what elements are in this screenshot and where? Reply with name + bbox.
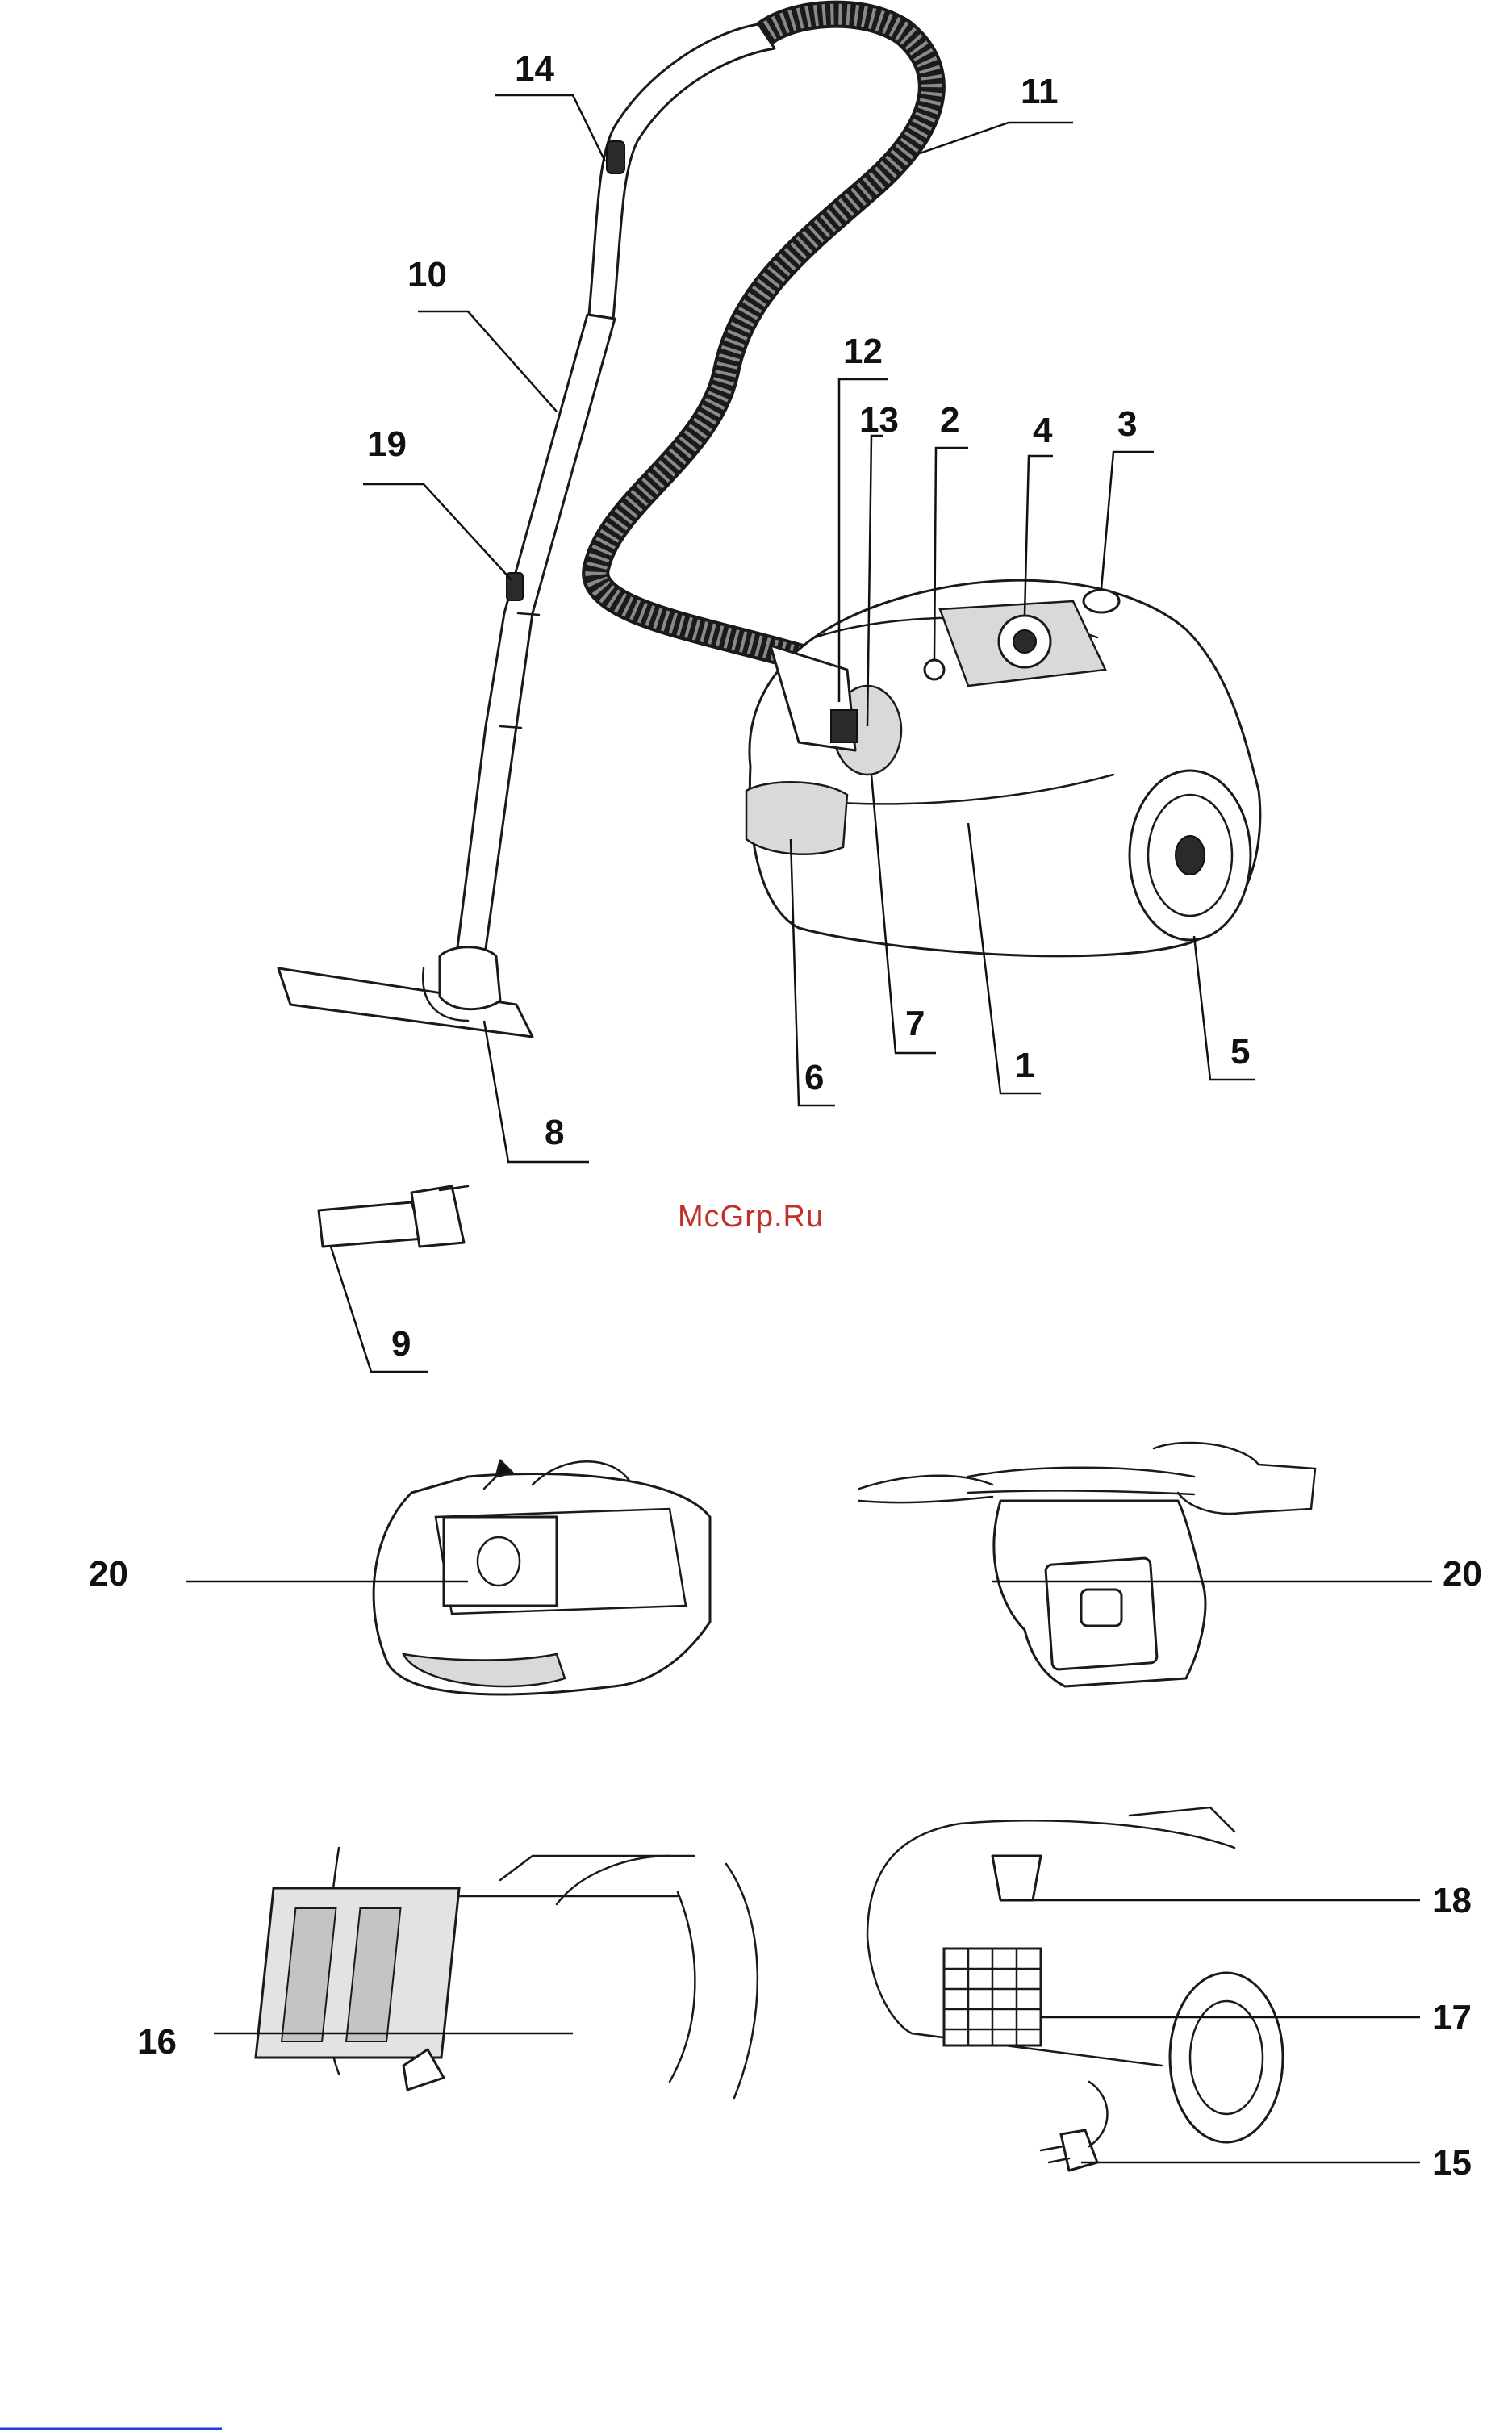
vacuum-cleaner-illustration	[278, 15, 1260, 1037]
rear-view-wheel	[1170, 1973, 1283, 2142]
label-1: 1	[1015, 1046, 1034, 1085]
label-9: 9	[391, 1324, 411, 1364]
telescopic-tube	[456, 315, 615, 960]
label-4: 4	[1033, 411, 1053, 450]
label-19: 19	[367, 424, 407, 464]
label-2: 2	[940, 400, 959, 440]
dust-bag-card	[444, 1517, 557, 1606]
label-11: 11	[1021, 72, 1059, 111]
watermark: McGrp.Ru	[678, 1200, 824, 1234]
label-3: 3	[1117, 404, 1137, 444]
label-6: 6	[804, 1058, 824, 1097]
power-plug	[1061, 2130, 1097, 2171]
label-12: 12	[843, 332, 883, 371]
part-labels: 14 11 10 19 12 13 2 4 3 5 1 7 6 8 9 20 2…	[89, 49, 1482, 2183]
label-20-right: 20	[1443, 1554, 1482, 1594]
dust-bag-compartment	[374, 1460, 710, 1694]
suction-regulator	[607, 141, 624, 173]
dust-bag-in-hands	[859, 1443, 1315, 1686]
rear-view	[867, 1807, 1283, 2171]
crevice-tool	[319, 1186, 468, 1247]
label-17: 17	[1432, 1998, 1472, 2037]
indicator	[925, 660, 944, 679]
label-18: 18	[1432, 1881, 1472, 1920]
label-20-left: 20	[89, 1554, 128, 1594]
tube-parking-clip	[992, 1856, 1041, 1900]
label-14: 14	[515, 49, 554, 89]
motor-filter-compartment	[256, 1848, 758, 2098]
label-8: 8	[545, 1113, 564, 1152]
label-16: 16	[137, 2022, 177, 2062]
label-10: 10	[407, 255, 447, 295]
label-7: 7	[905, 1004, 925, 1043]
label-5: 5	[1230, 1032, 1250, 1072]
label-13: 13	[859, 400, 899, 440]
cord-rewind-button	[1084, 590, 1119, 612]
label-15: 15	[1432, 2143, 1472, 2183]
carry-handle	[746, 782, 847, 854]
callout-lines	[186, 95, 1432, 2162]
